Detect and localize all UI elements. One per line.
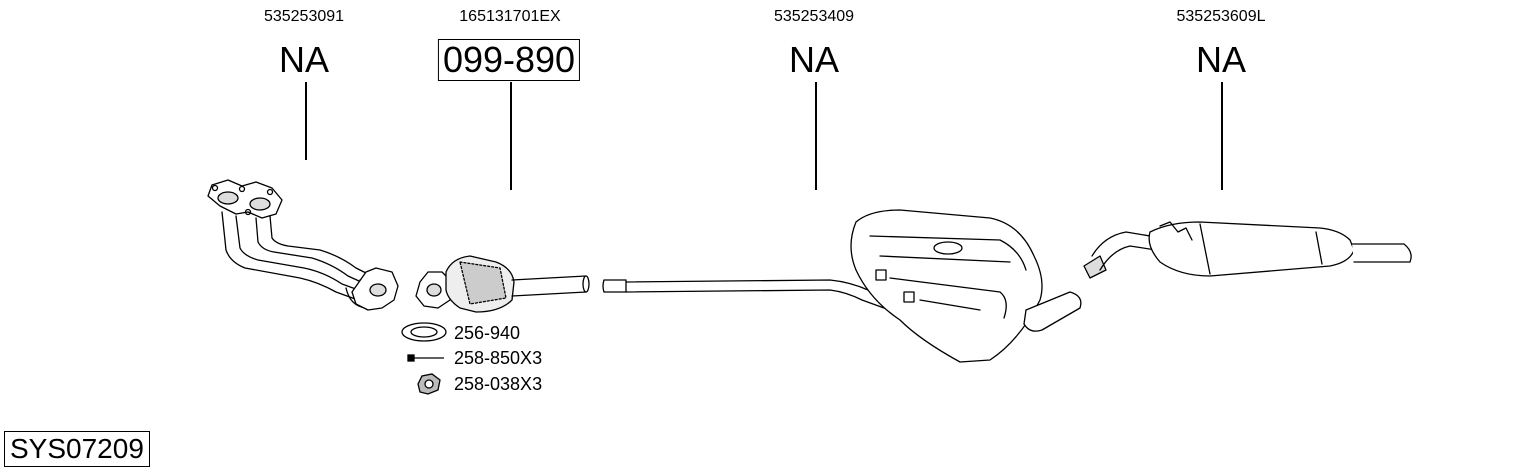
accessory-nut-code: 258-038X3 [454, 374, 543, 394]
part-code-catalytic-converter[interactable]: 099-890 [437, 39, 581, 81]
middle-silencer-drawing[interactable] [602, 209, 1082, 363]
oe-number-catalytic-converter: 165131701EX [459, 8, 561, 25]
catalytic-converter-drawing[interactable] [415, 255, 590, 313]
gasket-icon [401, 322, 447, 342]
oe-number-middle-silencer: 535253409 [773, 8, 855, 25]
leader-line-middle-silencer [815, 82, 817, 190]
nut-icon [417, 373, 441, 395]
accessory-gasket-code: 256-940 [454, 323, 521, 343]
rear-silencer-drawing[interactable] [1083, 221, 1412, 279]
leader-line-front-pipe [305, 82, 307, 160]
leader-line-rear-silencer [1221, 82, 1223, 190]
part-code-middle-silencer[interactable]: NA [788, 39, 840, 80]
oe-number-rear-silencer: 535253609L [1176, 8, 1266, 25]
system-code-label: SYS07209 [4, 431, 150, 467]
leader-line-catalytic-converter [510, 82, 512, 190]
front-pipe-drawing[interactable] [207, 179, 399, 311]
oe-number-front-pipe: 535253091 [263, 8, 345, 25]
part-code-rear-silencer[interactable]: NA [1195, 39, 1247, 80]
part-code-front-pipe[interactable]: NA [278, 39, 330, 80]
accessory-bolt-code: 258-850X3 [454, 348, 543, 368]
bolt-icon [407, 354, 444, 362]
